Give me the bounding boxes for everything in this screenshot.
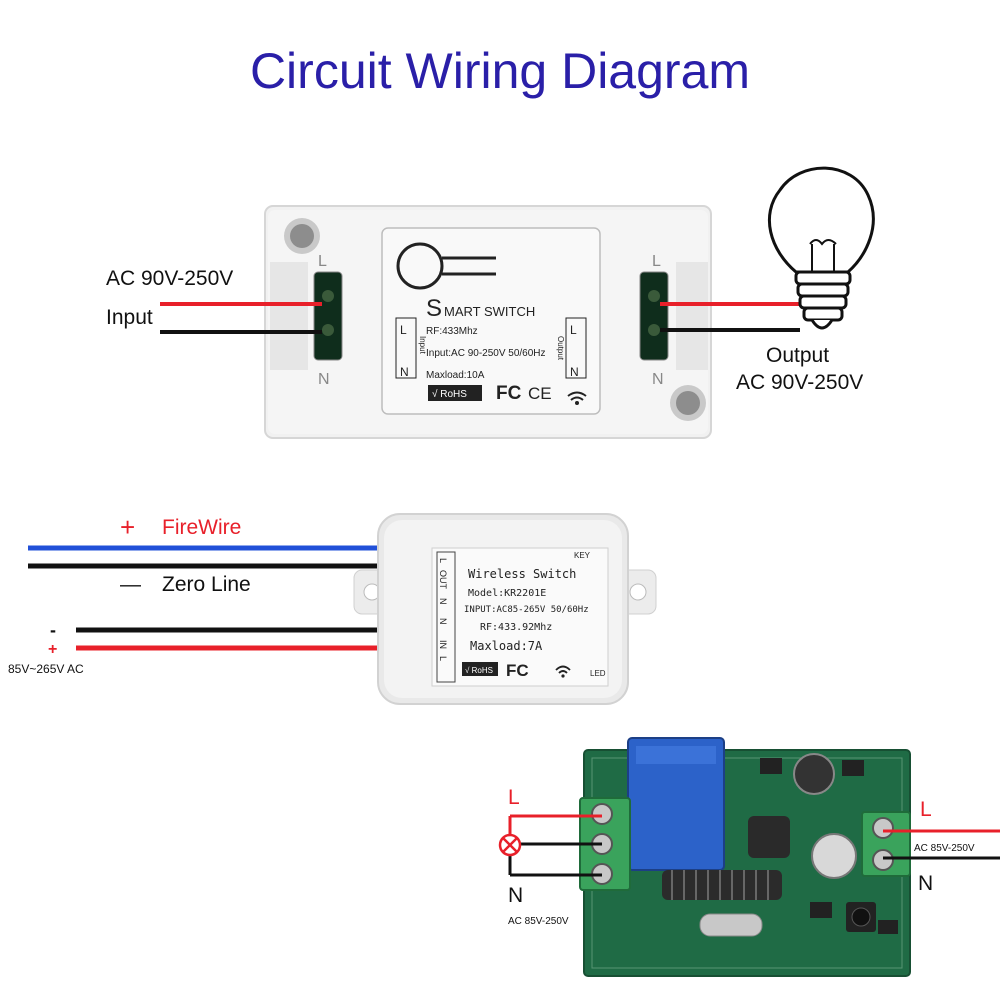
svg-text:N: N [570,365,579,379]
output-label: Output [766,344,830,367]
zero-line-sign: — [120,573,141,596]
rf-spec: RF:433Mhz [426,326,478,337]
light-bulb-icon [767,166,875,330]
capacitor [811,833,857,879]
fc-mark: FC [506,661,529,680]
model-number: Model:KR2201E [468,588,546,599]
right-live-label: L [920,798,932,821]
wireless-switch-label-panel [431,547,609,687]
svg-text:N: N [318,371,330,388]
key-label: KEY [574,551,591,560]
dc-voltage-label: 85V~265V AC [8,662,84,676]
wifi-icon [555,665,571,674]
svg-text:N: N [400,365,409,379]
product-name: Wireless Switch [468,567,576,581]
wifi-icon [567,391,587,401]
svg-text:L: L [570,323,577,337]
maxload-spec: Maxload:7A [470,639,543,653]
fc-mark: FC [496,383,522,404]
minus-sign: - [50,620,56,640]
capacitor [793,753,835,795]
led-label: LED [590,669,606,678]
page-title: Circuit Wiring Diagram [249,43,751,99]
zero-line-label: Zero Line [162,573,251,596]
lamp-symbol-icon [498,833,522,857]
rohs-badge: √ RoHS [432,388,467,400]
maxload-spec: Maxload:10A [426,370,485,381]
ce-mark: CE [528,384,552,403]
firewire-sign: + [120,512,136,542]
right-neutral-label: N [918,872,934,895]
firewire-label: FireWire [162,516,242,539]
input-label: Input [106,306,153,329]
brand-s: S [426,295,442,322]
svg-text:IN: IN [438,640,448,649]
svg-text:L: L [318,253,327,270]
svg-text:L: L [438,656,448,661]
svg-text:L: L [400,323,407,337]
plus-sign: + [48,641,57,658]
output-voltage-label: AC 90V-250V [736,371,864,394]
svg-text:N: N [652,371,664,388]
output-side-label: Output [556,336,565,361]
left-neutral-label: N [508,884,524,907]
relay-board-diagram [498,737,1000,977]
svg-text:L: L [438,558,448,563]
input-voltage-label: AC 90V-250V [106,267,234,290]
wireless-switch-diagram: L OUT N N IN L KEY LED Wireless Switch M… [28,513,657,705]
rohs-badge: √ RoHS [465,666,493,675]
svg-text:OUT: OUT [438,570,448,590]
svg-text:L: L [652,253,661,270]
rf-spec: RF:433.92Mhz [480,622,552,633]
output-terminal [639,271,669,361]
smart-switch-label-panel [381,227,601,415]
input-spec: INPUT:AC85-265V 50/60Hz [464,605,589,615]
left-voltage-label: AC 85V-250V [508,916,569,927]
svg-text:N: N [438,598,448,605]
power-button-icon [396,242,444,290]
smart-switch-diagram: S MART SWITCH RF:433Mhz Input:AC 90-250V… [160,166,875,439]
brand-name: MART SWITCH [444,304,535,319]
input-terminal [313,271,343,361]
right-voltage-label: AC 85V-250V [914,843,975,854]
input-side-label: Input [418,336,427,355]
input-spec: Input:AC 90-250V 50/60Hz [426,348,546,359]
svg-text:N: N [438,618,448,625]
antenna-coil [662,870,782,900]
left-live-label: L [508,786,520,809]
